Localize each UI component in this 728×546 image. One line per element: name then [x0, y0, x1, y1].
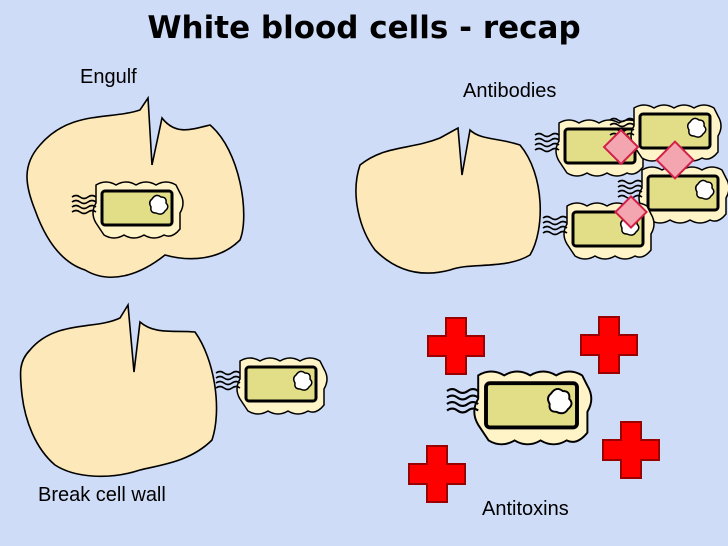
break-cell-wall-label: Break cell wall [38, 484, 166, 506]
bacterium-break-cell-wall [216, 358, 327, 414]
antibody-1 [602, 128, 640, 166]
antitoxin-4 [408, 445, 466, 503]
antibody-3 [614, 195, 648, 229]
antitoxins-label: Antitoxins [482, 498, 569, 520]
bacterium-antitoxins [447, 372, 591, 445]
engulf-label: Engulf [80, 66, 137, 88]
white-blood-cell-antibodies [355, 126, 542, 274]
antibody-2 [655, 140, 695, 180]
antitoxin-3 [602, 421, 660, 479]
slide-title: White blood cells - recap [147, 10, 581, 46]
antibodies-label: Antibodies [463, 80, 557, 102]
antitoxin-2 [580, 316, 638, 374]
antitoxin-1 [427, 317, 485, 375]
white-blood-cell-break-cell-wall [19, 302, 218, 478]
